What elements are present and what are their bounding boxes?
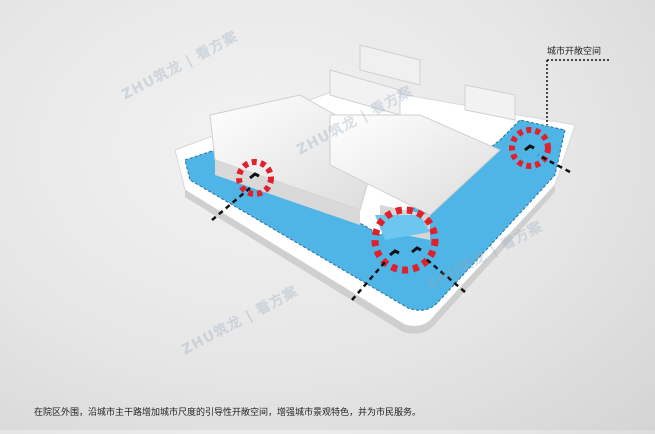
approach-arrows xyxy=(211,153,571,301)
open-space-label: 城市开敞空间 xyxy=(547,47,602,57)
node-center xyxy=(371,206,439,274)
building-mass xyxy=(209,44,516,240)
node-right xyxy=(509,127,551,169)
label-leader-line xyxy=(546,59,610,125)
node-left xyxy=(236,159,274,197)
caption: 在院区外围，沿城市主干路增加城市尺度的引导性开敞空间，增强城市景观特色，并为市民… xyxy=(34,408,422,418)
